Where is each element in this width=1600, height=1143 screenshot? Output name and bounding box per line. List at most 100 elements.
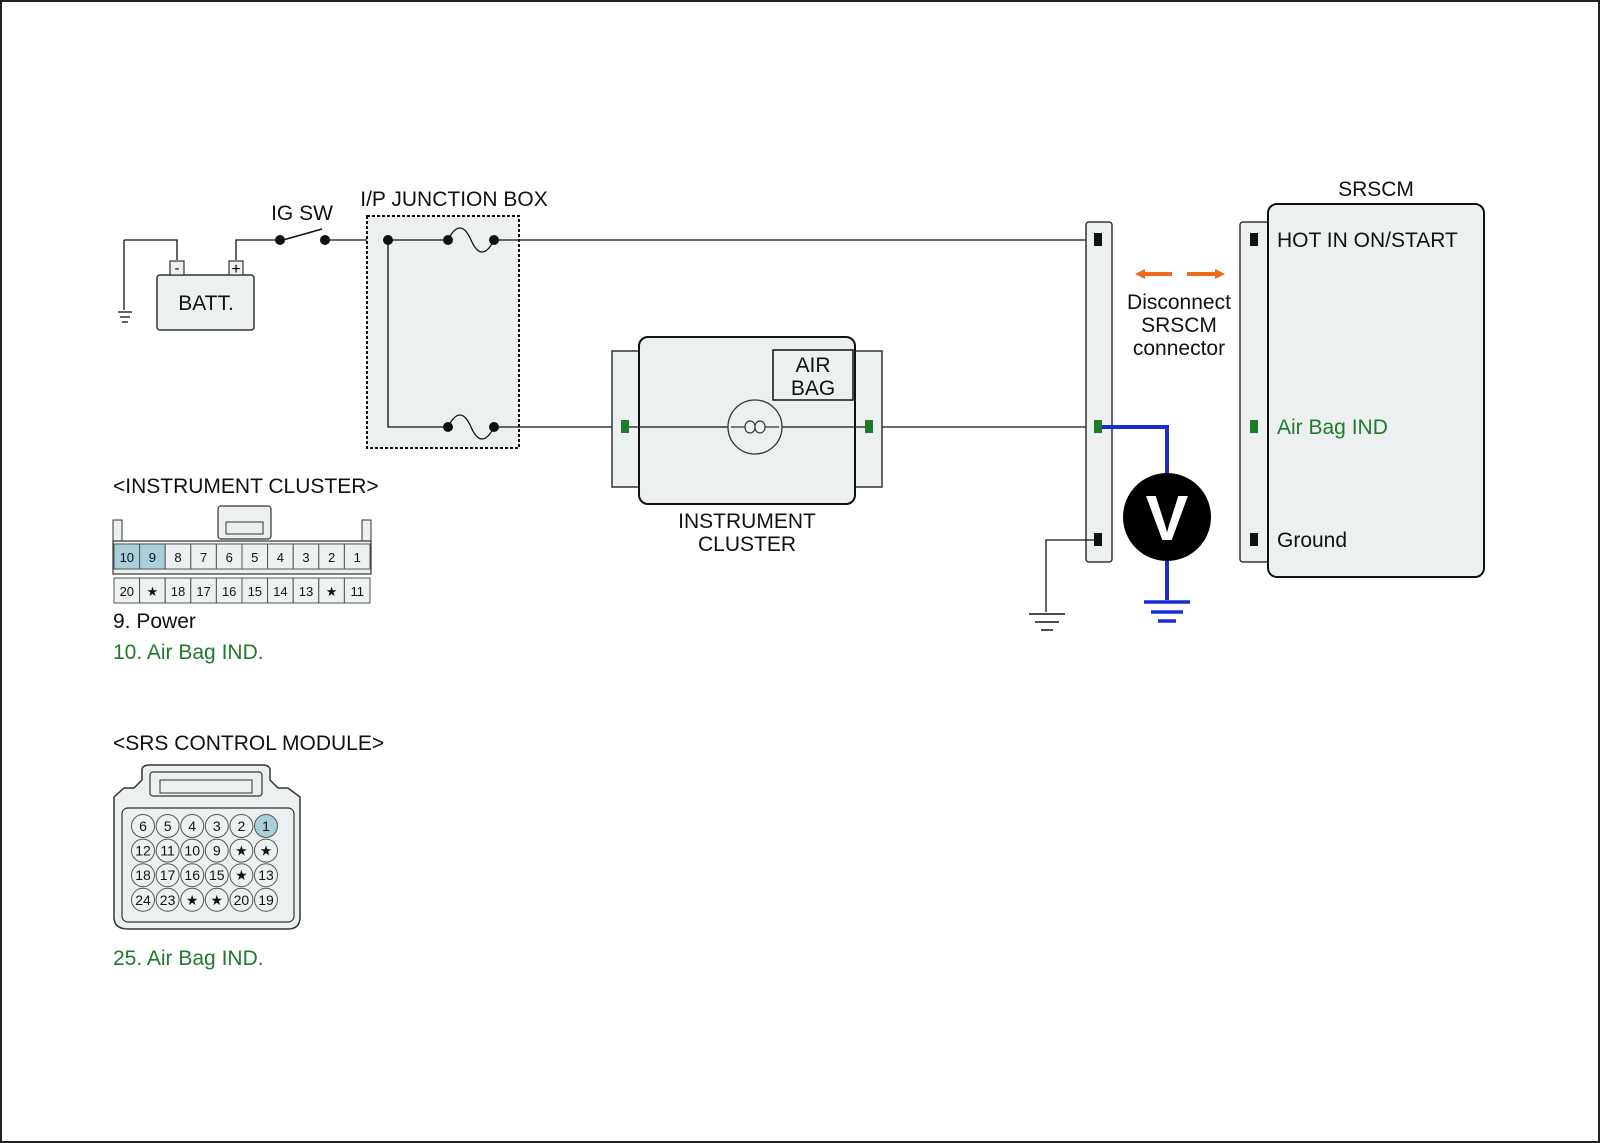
srs-pin-circle: [229, 814, 254, 838]
warning-lamp-icon: [727, 399, 783, 455]
srs-pin-circle: [204, 887, 229, 912]
srs-pin-circle: [155, 887, 180, 912]
instrument-pin-label: 4: [277, 550, 284, 565]
instrument-pin-label: 13: [299, 584, 313, 599]
srs-pin-circle: [229, 838, 254, 863]
srs-pin-label: 11: [160, 843, 175, 859]
srs-pin-label: 9: [213, 843, 221, 859]
junction-box-label: I/P JUNCTION BOX: [360, 188, 547, 211]
ig-sw-label: IG SW: [271, 202, 333, 225]
disconnect-arrow: Disconnect SRSCM connector: [1127, 269, 1231, 360]
srs-pin-label: 24: [135, 892, 151, 908]
instrument-pin-label: 6: [226, 550, 233, 565]
srs-pin-circle: [180, 838, 205, 863]
instrument-pin-cell: [318, 577, 345, 604]
battery-positive-label: +: [231, 261, 240, 278]
srs-pin-label: ★: [235, 843, 248, 859]
disconnect-label-line1: Disconnect: [1127, 291, 1231, 314]
ground-symbol-battery: [118, 311, 132, 323]
srs-pin-circle: [131, 887, 155, 912]
srs-pin-circle: [180, 863, 205, 888]
instrument-legend-power: 9. Power: [113, 610, 196, 633]
battery-negative-label: -: [175, 260, 180, 277]
instrument-pin-label: 1: [354, 550, 361, 565]
srs-pin-circle: [131, 863, 155, 888]
harness-connector: [1029, 221, 1113, 631]
instrument-pin-cell: [139, 577, 166, 604]
instrument-pin-label: 2: [328, 550, 335, 565]
battery-circuit: - + BATT. IG SW: [118, 202, 388, 331]
air-bag-label-line2: BAG: [791, 377, 835, 400]
instrument-connector-title: <INSTRUMENT CLUSTER>: [113, 475, 379, 498]
instrument-terminal-left: [621, 420, 629, 433]
srscm-air-bag-ind-label: Air Bag IND: [1277, 416, 1388, 439]
instrument-cluster-label-line1: INSTRUMENT: [678, 510, 816, 533]
instrument-pin-label: 18: [171, 584, 185, 599]
srs-pin-label: 5: [164, 818, 172, 834]
srs-pin-circle: [155, 838, 180, 863]
srs-pin-circle: [180, 887, 205, 912]
instrument-pin-cell: [267, 577, 294, 604]
meter-positive-lead: [1102, 425, 1169, 478]
instrument-pin-label: 8: [174, 550, 181, 565]
instrument-pin-cell: [343, 543, 371, 570]
srscm-terminal-air-bag-ind: [1250, 420, 1258, 433]
instrument-cluster-label-line2: CLUSTER: [698, 533, 796, 556]
instrument-pin-label: 3: [302, 550, 309, 565]
disconnect-label-line3: connector: [1133, 337, 1225, 360]
instrument-pin-label: 5: [251, 550, 258, 565]
srs-pin-label: ★: [186, 892, 199, 908]
srs-pin-label: 1: [262, 818, 270, 834]
srscm-hot-in-label: HOT IN ON/START: [1277, 229, 1458, 252]
srs-pin-label: 19: [258, 892, 274, 908]
srs-pin-label: 23: [160, 892, 176, 908]
srs-pin-label: 2: [238, 818, 246, 834]
srs-pin-label: 4: [188, 818, 196, 834]
srs-pin-circle: [155, 863, 180, 888]
instrument-pin-cell: [215, 543, 243, 570]
instrument-pin-label: 15: [248, 584, 262, 599]
srs-pin-circle: [254, 838, 278, 863]
srs-pin-label: 20: [234, 892, 250, 908]
disconnect-label-line2: SRSCM: [1141, 314, 1217, 337]
srs-pin-circle: [204, 838, 229, 863]
srscm-terminal-hot-in: [1250, 233, 1258, 246]
air-bag-indicator-box: [772, 349, 854, 401]
instrument-pin-label: 11: [350, 584, 364, 599]
instrument-pin-label: 7: [200, 550, 207, 565]
battery-positive-terminal: [228, 260, 244, 276]
harness-terminal-air-bag-ind: [1094, 420, 1102, 433]
srs-legend-air-bag-ind: 25. Air Bag IND.: [113, 947, 264, 970]
srscm-title: SRSCM: [1338, 178, 1414, 201]
instrument-pin-label: 16: [222, 584, 236, 599]
srscm-ground-label: Ground: [1277, 529, 1347, 552]
instrument-pin-label: 14: [273, 584, 287, 599]
srs-pin-label: 3: [213, 818, 221, 834]
srs-pin-circle: [180, 814, 205, 838]
instrument-pin-label: 17: [196, 584, 210, 599]
ip-junction-box: I/P JUNCTION BOX: [360, 188, 548, 449]
instrument-pin-cell: [343, 577, 371, 604]
srs-pin-label: ★: [211, 892, 224, 908]
meter-ground-symbol: [1144, 600, 1190, 623]
srs-pin-circle: [229, 863, 254, 888]
srs-pin-circle: [254, 863, 278, 888]
srs-pin-label: 13: [258, 867, 274, 883]
srs-connector-title: <SRS CONTROL MODULE>: [113, 732, 384, 755]
srscm-terminal-ground: [1250, 533, 1258, 546]
instrument-cluster: AIR BAG INSTRUMENT CLUSTER: [611, 336, 883, 556]
instrument-pin-cell: [113, 577, 141, 604]
battery: [156, 274, 255, 331]
srs-pin-label: 17: [160, 867, 176, 883]
battery-label: BATT.: [178, 292, 234, 315]
battery-negative-terminal: [169, 260, 185, 276]
instrument-pin-cell: [139, 543, 166, 570]
srscm-module: SRSCM HOT IN ON/START Air Bag IND Ground: [1239, 178, 1485, 578]
instrument-pin-cell: [267, 543, 294, 570]
srs-pin-circle: [229, 887, 254, 912]
